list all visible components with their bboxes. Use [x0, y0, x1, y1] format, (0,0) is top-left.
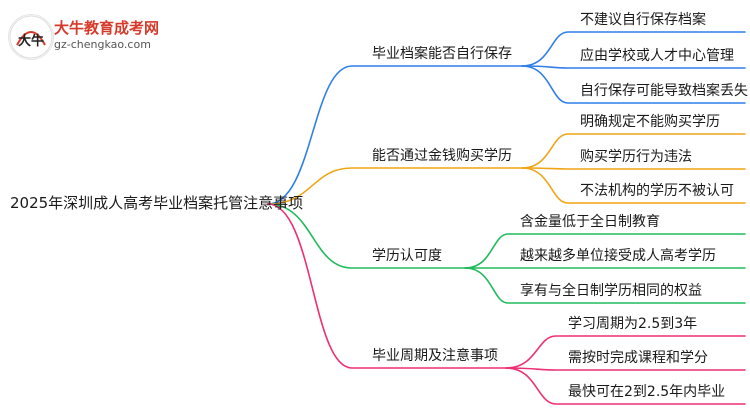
branch-topic: 学历认可度 [372, 248, 442, 264]
leaf-connector [521, 65, 746, 69]
branch-connector [267, 65, 523, 205]
leaf-topic: 应由学校或人才中心管理 [580, 48, 734, 64]
leaf-topic: 购买学历行为违法 [580, 149, 692, 165]
branch-topic: 毕业周期及注意事项 [372, 348, 498, 364]
branch-connector [267, 203, 507, 369]
leaf-topic: 最快可在2到2.5年内毕业 [568, 384, 726, 400]
logo-url: gz-chengkao.com [54, 38, 151, 51]
leaf-connector [521, 133, 746, 169]
branch-connector [267, 203, 466, 269]
site-logo: 大牛 大牛教育成考网 gz-chengkao.com [8, 14, 208, 60]
leaf-connector [464, 267, 746, 304]
branch-topic: 毕业档案能否自行保存 [372, 46, 512, 62]
leaf-topic: 学习周期为2.5到3年 [568, 316, 698, 332]
leaf-topic: 明确规定不能购买学历 [580, 114, 720, 130]
logo-mark-icon: 大牛 [8, 14, 54, 60]
logo-mark-text: 大牛 [18, 33, 44, 49]
leaf-connector [505, 367, 746, 405]
leaf-connector [505, 367, 746, 371]
leaf-connector [521, 167, 746, 204]
leaf-connector [505, 335, 746, 369]
leaf-topic: 越来越多单位接受成人高考学历 [520, 248, 716, 264]
leaf-topic: 自行保存可能导致档案丢失 [580, 83, 748, 99]
root-topic: 2025年深圳成人高考毕业档案托管注意事项 [10, 194, 304, 212]
logo-title: 大牛教育成考网 [54, 19, 160, 37]
leaf-connector [521, 31, 746, 67]
leaf-topic: 享有与全日制学历相同的权益 [520, 283, 702, 299]
leaf-topic: 不法机构的学历不被认可 [580, 183, 734, 199]
leaf-connector [464, 233, 746, 269]
leaf-topic: 含金量低于全日制教育 [520, 214, 660, 230]
branch-topic: 能否通过金钱购买学历 [372, 148, 512, 164]
leaf-topic: 需按时完成课程和学分 [568, 350, 708, 366]
leaf-topic: 不建议自行保存档案 [580, 12, 706, 28]
branch-connector [267, 167, 523, 205]
leaf-connector [521, 167, 746, 170]
leaf-connector [521, 65, 746, 104]
